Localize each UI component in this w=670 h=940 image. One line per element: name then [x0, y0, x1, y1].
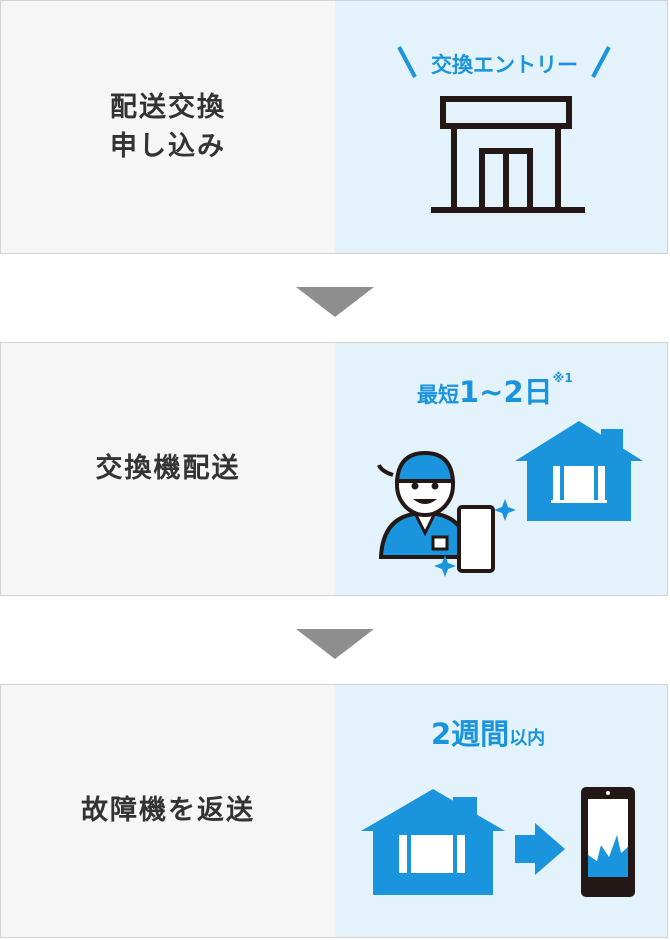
return-phone-icon [361, 787, 635, 897]
step-3-panel: 2週間以内 [335, 685, 667, 937]
delivery-person-icon [377, 450, 516, 577]
house-icon [515, 421, 643, 521]
step-3-card: 故障機を返送 2週間以内 [0, 684, 668, 938]
step-2-card: 交換機配送 最短1~2日※1 [0, 342, 668, 596]
step-1-label-line-2: 申し込み [110, 131, 226, 162]
step-2-prefix: 最短 [417, 383, 459, 407]
step-1-label: 配送交換 申し込み [1, 1, 335, 253]
step-1-label-line-1: 配送交換 [110, 91, 226, 123]
flow-arrow-1 [296, 287, 374, 317]
step-2-headline: 最短1~2日※1 [417, 369, 573, 411]
step-2-label-line-1: 交換機配送 [95, 453, 241, 485]
step-3-value: 2週間 [431, 717, 510, 751]
step-2-value: 1~2日 [459, 375, 553, 409]
exclaim-lines-icon [397, 46, 611, 78]
flow-arrow-2 [296, 629, 374, 659]
store-icon [431, 96, 585, 213]
step-2-label: 交換機配送 [1, 343, 335, 595]
step-3-label-line-1: 故障機を返送 [81, 795, 255, 827]
step-2-panel: 最短1~2日※1 [335, 343, 667, 595]
step-1-tag: 交換エントリー [431, 53, 578, 77]
step-1-panel: 交換エントリー [335, 1, 667, 253]
step-3-label: 故障機を返送 [1, 685, 335, 937]
step-3-headline: 2週間以内 [431, 711, 545, 753]
step-2-note: ※1 [552, 371, 573, 385]
step-1-card: 配送交換 申し込み 交換エントリー [0, 0, 668, 254]
step-3-suffix: 以内 [509, 728, 546, 749]
